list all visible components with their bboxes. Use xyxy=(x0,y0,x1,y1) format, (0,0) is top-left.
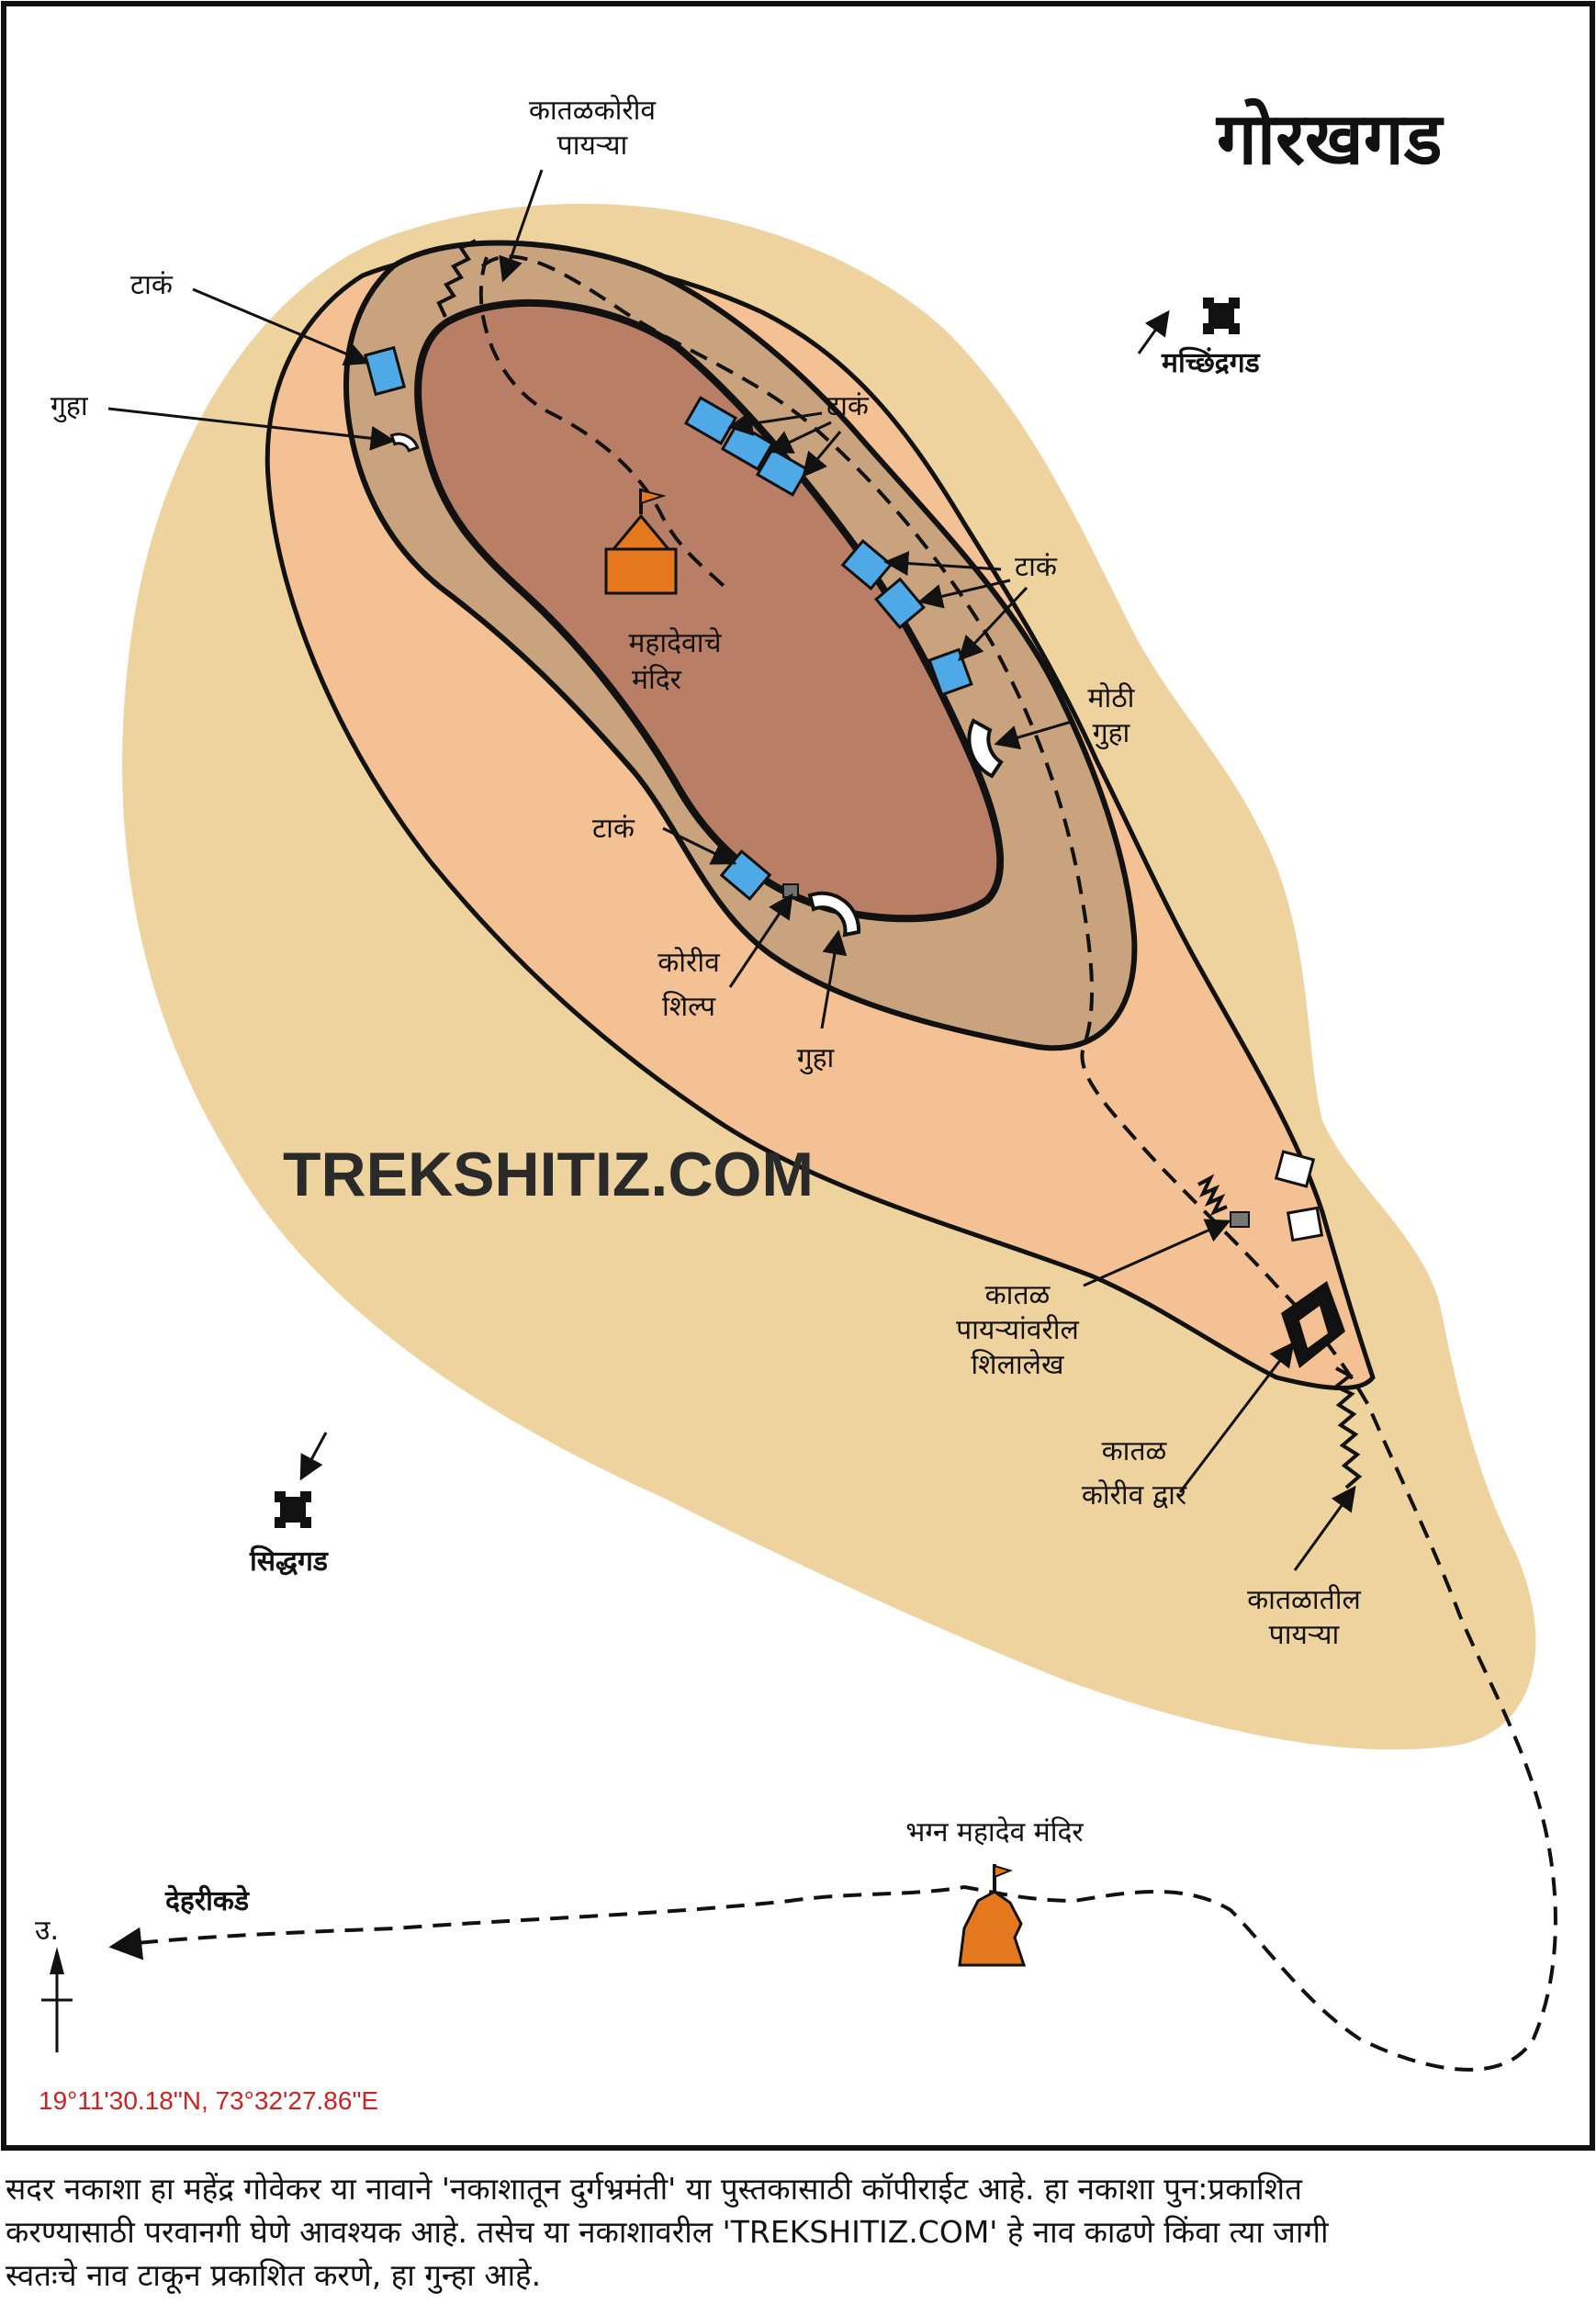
label-guha-left: गुहा xyxy=(51,390,89,423)
ruined-temple-icon xyxy=(958,1864,1027,1967)
label-katalatil-payrya: कातळातील xyxy=(1247,1584,1361,1616)
label-mothi-guha-2: गुहा xyxy=(1093,717,1131,750)
footer-line: करण्यासाठी परवानगी घेणे आवश्यक आहे. तसेच… xyxy=(6,2214,1329,2250)
label-siddhagad: सिद्धगड xyxy=(249,1545,329,1578)
leader-arrow xyxy=(499,169,544,283)
water-tank-icon xyxy=(840,539,894,590)
label-koriv-dwar: कातळ xyxy=(1102,1435,1168,1467)
ruin-icon xyxy=(1286,1206,1324,1242)
gateway-icon xyxy=(1281,1281,1345,1368)
summit-trail xyxy=(478,256,727,590)
label-guha-bottom: गुहा xyxy=(797,1042,836,1075)
water-tank-icon xyxy=(364,345,406,397)
label-katal-korive-payrya: कातळकोरीव xyxy=(529,95,658,127)
cave-icon xyxy=(967,718,1004,779)
leader-arrow xyxy=(192,287,370,366)
deharikade-arrow xyxy=(108,1927,144,1961)
leader-arrow xyxy=(917,579,1011,609)
label-temple-2: मंदिर xyxy=(632,664,682,696)
label-katalatil-payrya-2: पायऱ्या xyxy=(1269,1619,1341,1651)
leader-arrow xyxy=(662,826,737,865)
ruin-icon xyxy=(1274,1150,1316,1188)
label-katal-korive-payrya-2: पायऱ्या xyxy=(557,129,629,162)
label-shilalekh-3: शिलालेख xyxy=(971,1349,1064,1381)
map-canvas: गोरखगड कातळकोरीव पायऱ्या टाकं गुहा टाकं … xyxy=(1,1,1595,2151)
water-tank-icon xyxy=(874,577,926,630)
temple-icon xyxy=(604,489,678,595)
rock-cut-steps-shilalekh xyxy=(1197,1174,1228,1216)
label-mothi-guha: मोठी xyxy=(1088,682,1136,714)
copyright-footer: सदर नकाशा हा महेंद्र गोवेकर या नावाने 'न… xyxy=(0,2160,1596,2315)
leader-arrow xyxy=(994,719,1075,750)
watermark: TREKSHITIZ.COM xyxy=(283,1140,814,1209)
siddhagad-arrow xyxy=(299,1432,328,1481)
label-machhindragad: मच्छिंद्रगड xyxy=(1161,346,1261,379)
leader-arrow xyxy=(107,407,396,451)
leader-arrow xyxy=(1083,1219,1231,1287)
footer-line: स्वतःचे नाव टाकून प्रकाशित करणे, हा गुन्… xyxy=(6,2257,542,2293)
north-arrow-icon xyxy=(41,1947,73,2052)
machhindragad-arrow xyxy=(1137,309,1170,354)
map: गोरखगड कातळकोरीव पायऱ्या टाकं गुहा टाकं … xyxy=(1,1,1595,2151)
label-shilalekh: कातळ xyxy=(985,1279,1051,1311)
rock-cut-steps-top xyxy=(436,239,477,318)
label-koriv-dwar-2: कोरीव द्वार xyxy=(1082,1479,1187,1511)
label-koriv-shilp-2: शिल्प xyxy=(662,991,716,1023)
north-label: उ. xyxy=(35,1915,59,1947)
label-bhagna-mandir: भग्न महादेव मंदिर xyxy=(905,1816,1084,1849)
label-taak-right-2: टाकं xyxy=(1015,551,1058,583)
label-shilalekh-2: पायऱ्यांवरील xyxy=(956,1314,1079,1346)
label-deharikade: देहरीकडे xyxy=(164,1884,250,1917)
leader-arrow xyxy=(1293,1485,1356,1571)
leader-arrow xyxy=(820,929,848,1029)
terrace-route xyxy=(118,254,1557,2072)
label-temple: महादेवाचे xyxy=(628,627,722,659)
leader-arrow xyxy=(767,421,832,454)
cave-icon xyxy=(389,433,420,453)
leader-arrow xyxy=(727,411,823,436)
leader-arrow xyxy=(883,551,1002,577)
label-taak-top-left: टाकं xyxy=(130,269,174,301)
fort-icon xyxy=(275,1491,311,1528)
coordinates: 19°11'30.18"N, 73°32'27.86"E xyxy=(39,2086,378,2115)
footer-line: सदर नकाशा हा महेंद्र गोवेकर या नावाने 'न… xyxy=(6,2171,1302,2207)
rock-cut-steps-gate xyxy=(1332,1366,1363,1489)
cave-icon xyxy=(807,891,861,938)
leader-arrow xyxy=(802,431,842,478)
map-title: गोरखगड xyxy=(1215,97,1444,181)
label-taak-right-1: टाकं xyxy=(826,390,870,422)
water-tank-icon xyxy=(755,447,810,497)
leader-arrow xyxy=(958,586,1028,661)
label-koriv-shilp: कोरीव xyxy=(658,947,721,979)
summit-plateau xyxy=(414,298,1005,923)
leader-arrow xyxy=(728,893,793,988)
label-taak-bottom: टाकं xyxy=(592,813,635,845)
fort-icon xyxy=(1203,298,1240,334)
leader-arrow xyxy=(1178,1341,1295,1493)
shilalekh-icon xyxy=(1230,1211,1250,1228)
